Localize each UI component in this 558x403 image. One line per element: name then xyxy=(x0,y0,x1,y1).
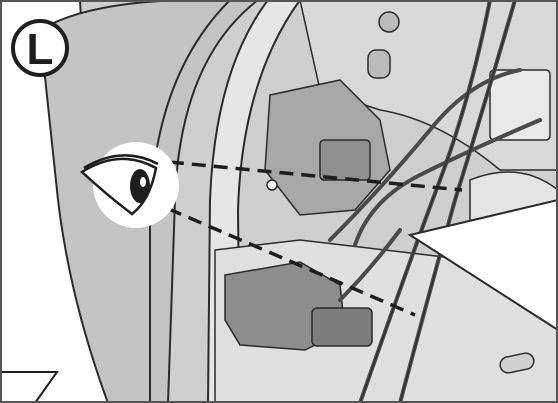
relay-block xyxy=(320,140,370,180)
mount-slot-1 xyxy=(368,50,390,78)
connector xyxy=(312,308,372,346)
mount-hole-1 xyxy=(379,12,399,32)
bracket-bolt xyxy=(267,180,277,190)
side-badge-label: L xyxy=(27,25,54,74)
side-badge: L xyxy=(13,21,67,75)
